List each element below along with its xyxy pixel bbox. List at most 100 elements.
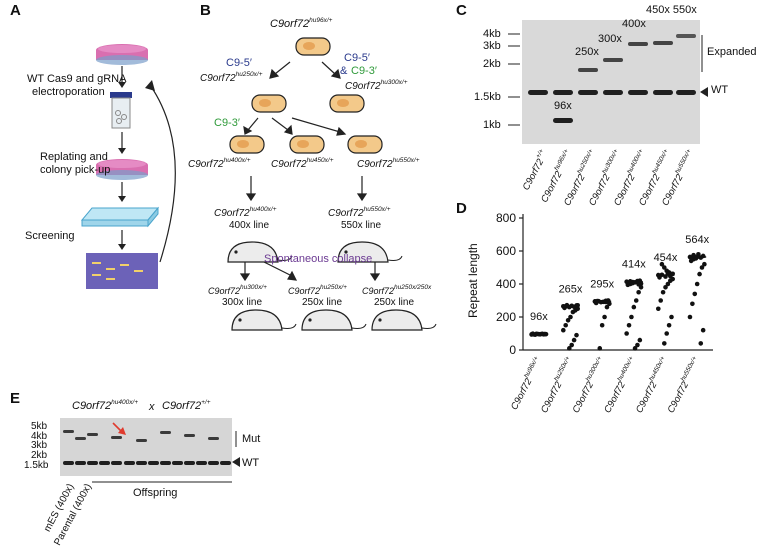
chart-d-point bbox=[662, 265, 667, 270]
b-o2-line: 250x line bbox=[302, 297, 343, 308]
gel-e-wt-band bbox=[135, 461, 147, 465]
chart-d-median-label: 295x bbox=[590, 278, 614, 290]
chart-d-median-label: 265x bbox=[559, 283, 583, 295]
chart-d-point bbox=[571, 337, 577, 343]
gel-e bbox=[60, 418, 232, 476]
b-c93-left: C9-3′ bbox=[214, 117, 240, 129]
b-left1-genotype: C9orf72hu250x/+ bbox=[200, 71, 263, 84]
gel-e-mut-band bbox=[184, 434, 195, 437]
chart-d-point bbox=[697, 271, 702, 277]
chart-d-point bbox=[702, 261, 707, 267]
chart-d-point bbox=[604, 304, 610, 310]
b-c93-right: C9-3′ bbox=[351, 65, 377, 77]
gel-e-wt-band bbox=[196, 461, 208, 465]
gel-c-wt-band bbox=[676, 90, 696, 95]
step-replating-1: Replating and bbox=[40, 151, 108, 163]
gel-c-label-400x: 400x bbox=[622, 18, 646, 30]
gel-c-wt-band bbox=[528, 90, 548, 95]
panel-label-b: B bbox=[200, 2, 211, 19]
red-arrow-icon bbox=[118, 427, 126, 435]
gel-e-mut-band bbox=[135, 439, 147, 442]
chart-d-point bbox=[694, 281, 700, 287]
chart-d-point bbox=[567, 346, 572, 351]
b-c95-right: C9-5′ bbox=[344, 52, 370, 64]
chart-d-point bbox=[632, 346, 638, 351]
mouse-icon bbox=[371, 309, 423, 331]
gel-e-wt-band bbox=[147, 461, 159, 465]
gel-e-wt-band bbox=[123, 461, 135, 465]
gel-c-550x-band bbox=[676, 34, 696, 38]
gel-e-marker: 3kb bbox=[31, 440, 48, 451]
step-electroporation-2: electroporation bbox=[32, 86, 105, 98]
gel-e-mut-band bbox=[208, 437, 220, 440]
chart-d-point bbox=[565, 318, 571, 323]
gel-e-wt-band bbox=[87, 461, 99, 465]
chart-d-y-tick-label: 200 bbox=[496, 310, 516, 324]
chart-d-y-tick-label: 400 bbox=[496, 277, 516, 291]
b-mouse1-line: 400x line bbox=[229, 220, 270, 231]
gel-e-wt-band bbox=[208, 461, 220, 465]
b-mouse2-line: 550x line bbox=[341, 220, 382, 231]
chart-d-point bbox=[624, 331, 629, 336]
mouse-icon bbox=[337, 241, 389, 263]
chart-d-point bbox=[668, 278, 673, 284]
gel-c-label-300x: 300x bbox=[598, 33, 622, 45]
panel-label-c: C bbox=[456, 2, 467, 19]
gel-e-wt-band bbox=[75, 461, 87, 465]
chart-d-point bbox=[665, 281, 671, 287]
gel-c-wt-band bbox=[578, 90, 598, 95]
gel-c-wt-band bbox=[653, 90, 673, 95]
gel-e-wt: WT bbox=[242, 457, 260, 469]
gel-e-wt-band bbox=[159, 461, 171, 465]
chart-d-point bbox=[660, 289, 666, 295]
gel-c-wt-band bbox=[603, 90, 623, 95]
gel-e-mut-band bbox=[63, 430, 74, 433]
b-c95-left: C9-5′ bbox=[226, 57, 252, 69]
chart-d-point bbox=[561, 327, 566, 333]
b-row3-a: C9orf72hu400x/+ bbox=[188, 157, 251, 170]
gel-c-wt-band bbox=[553, 90, 573, 95]
b-o3-genotype: C9orf72hu250x/250x bbox=[362, 284, 432, 296]
b-o3-line: 250x line bbox=[374, 297, 415, 308]
e-cross-x: x bbox=[149, 401, 155, 413]
gel-e-mut-band bbox=[111, 436, 123, 439]
chart-d-point bbox=[636, 282, 641, 287]
gel-c-96x-band bbox=[553, 118, 573, 123]
gel-c-marker: 4kb bbox=[483, 28, 501, 40]
gel-e-mut-band bbox=[87, 433, 99, 436]
chart-d-point bbox=[662, 341, 667, 346]
gel-e-marker: 4kb bbox=[31, 431, 48, 442]
chart-d-point bbox=[666, 322, 672, 328]
gel-e-marker: 5kb bbox=[31, 421, 48, 432]
gel-c-label-96x: 96x bbox=[554, 100, 572, 112]
chart-d-point bbox=[687, 314, 693, 320]
chart-d-point bbox=[629, 314, 634, 320]
chart-d-y-tick-label: 600 bbox=[496, 244, 516, 258]
b-o1-genotype: C9orf72hu300x/+ bbox=[208, 284, 267, 296]
mouse-icon bbox=[227, 241, 279, 263]
b-top-genotype: C9orf72hu96x/+ bbox=[270, 17, 333, 30]
step-electroporation-1: WT Cas9 and gRNA bbox=[27, 73, 127, 85]
gel-e-wt-band bbox=[111, 461, 123, 465]
chart-d-y-tick-label: 800 bbox=[496, 211, 516, 225]
gel-e-marker: 2kb bbox=[31, 450, 48, 461]
chart-d-point bbox=[690, 301, 695, 307]
b-row3-b: C9orf72hu450x/+ bbox=[271, 157, 334, 170]
step-screening: Screening bbox=[25, 230, 75, 242]
gel-c-marker: 1.5kb bbox=[474, 91, 501, 103]
gel-image-icon bbox=[86, 253, 158, 289]
chart-d-point bbox=[569, 342, 574, 348]
gel-e-wt-band bbox=[184, 461, 195, 465]
b-mouse1-genotype: C9orf72hu400x/+ bbox=[214, 206, 277, 219]
chart-d-point bbox=[563, 322, 568, 328]
chart-d-point bbox=[597, 346, 603, 351]
chart-d-point bbox=[568, 314, 573, 320]
gel-e-wt-band bbox=[99, 461, 111, 465]
gel-c-label-450x-550x: 450x 550x bbox=[646, 4, 697, 16]
chart-d-point bbox=[658, 298, 663, 303]
